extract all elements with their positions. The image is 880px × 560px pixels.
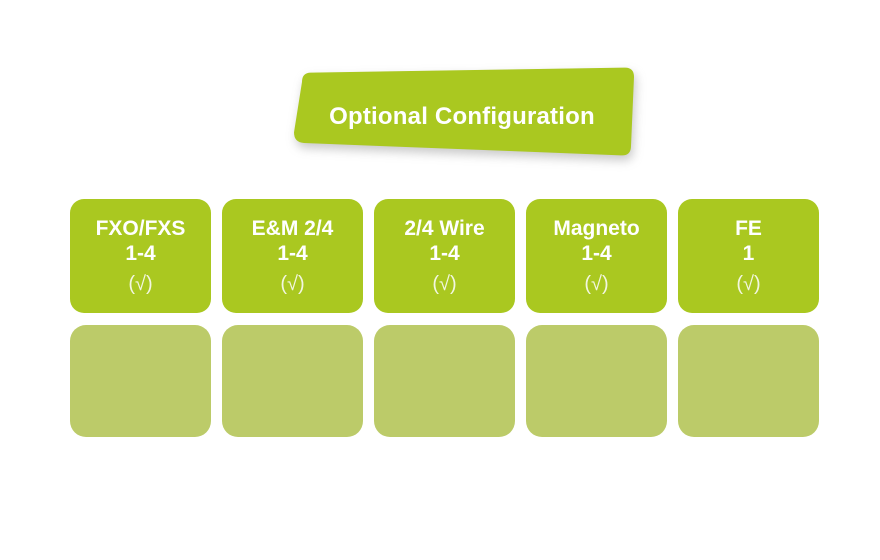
module-name: 2/4 Wire bbox=[404, 216, 485, 240]
module-card-em-2-4[interactable]: E&M 2/4 1-4 (√) bbox=[222, 199, 363, 313]
module-name: Magneto bbox=[553, 216, 640, 240]
module-check-icon: (√) bbox=[280, 273, 305, 296]
module-card-magneto[interactable]: Magneto 1-4 (√) bbox=[526, 199, 667, 313]
module-check-icon: (√) bbox=[584, 273, 609, 296]
banner-shape-icon bbox=[290, 66, 634, 158]
module-range: 1-4 bbox=[125, 241, 156, 265]
module-range: 1-4 bbox=[277, 241, 308, 265]
module-range: 1-4 bbox=[581, 241, 612, 265]
module-card-fxo-fxs[interactable]: FXO/FXS 1-4 (√) bbox=[70, 199, 211, 313]
placeholder-slot[interactable] bbox=[678, 325, 819, 437]
placeholder-slot[interactable] bbox=[222, 325, 363, 437]
module-range: 1-4 bbox=[429, 241, 460, 265]
placeholder-slot[interactable] bbox=[374, 325, 515, 437]
module-name: E&M 2/4 bbox=[251, 216, 334, 240]
module-row: FXO/FXS 1-4 (√) E&M 2/4 1-4 (√) 2/4 Wire… bbox=[70, 199, 819, 313]
placeholder-slot[interactable] bbox=[526, 325, 667, 437]
module-check-icon: (√) bbox=[736, 273, 761, 296]
module-name: FE bbox=[735, 216, 762, 240]
module-card-fe[interactable]: FE 1 (√) bbox=[678, 199, 819, 313]
module-check-icon: (√) bbox=[128, 273, 153, 296]
placeholder-slot[interactable] bbox=[70, 325, 211, 437]
module-range: 1 bbox=[742, 241, 755, 265]
optional-configuration-banner: Optional Configuration bbox=[290, 66, 634, 158]
module-card-2-4-wire[interactable]: 2/4 Wire 1-4 (√) bbox=[374, 199, 515, 313]
placeholder-row bbox=[70, 325, 819, 437]
module-name: FXO/FXS bbox=[95, 216, 186, 240]
module-check-icon: (√) bbox=[432, 273, 457, 296]
